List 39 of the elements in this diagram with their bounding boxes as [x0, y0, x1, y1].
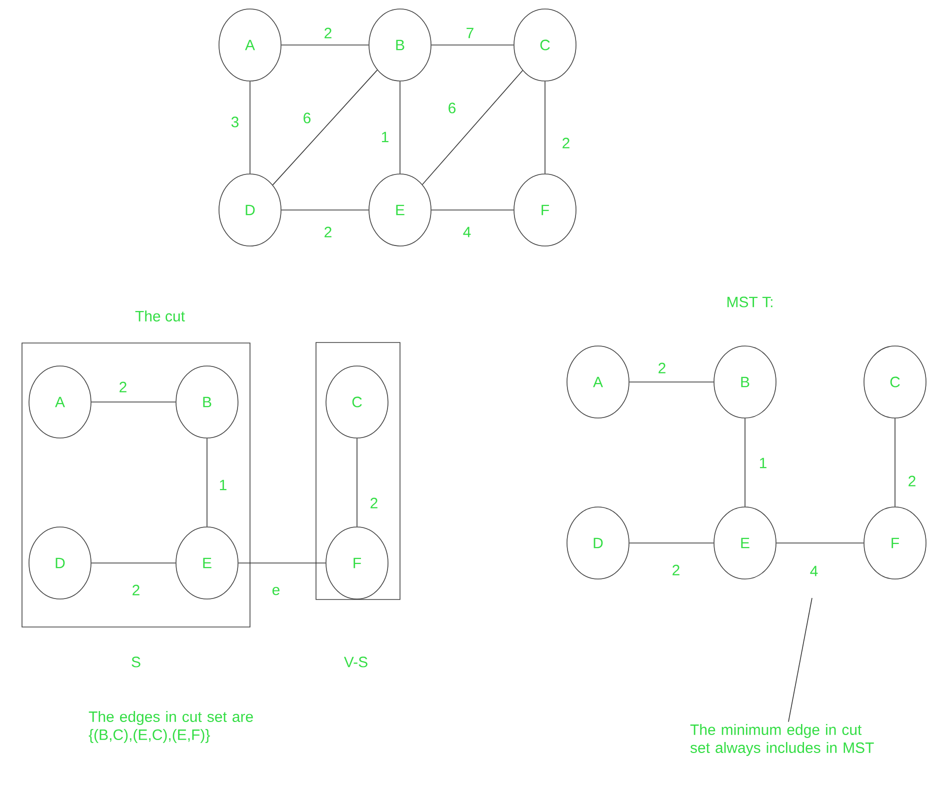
edge-weight: 4	[808, 564, 820, 578]
edge-weight: 2	[322, 26, 334, 40]
edge-line	[206, 438, 208, 527]
edge-weight: 2	[906, 474, 918, 488]
edge-weight: 2	[130, 584, 142, 596]
leader-line	[788, 598, 812, 722]
edge-weight: 2	[670, 564, 682, 576]
edge-line	[544, 81, 546, 174]
edge-line	[431, 44, 514, 46]
edge-line	[744, 418, 746, 507]
note-text: The minimum edge in cut set always includes in MST	[690, 724, 874, 756]
edge-line	[281, 44, 369, 46]
edge-weight: 1	[758, 456, 768, 470]
edge-weight: 3	[230, 116, 240, 128]
edge-weight: 2	[656, 362, 668, 374]
edge-weight: 2	[560, 136, 572, 150]
edge-weight: 4	[462, 226, 472, 238]
edge-line	[894, 418, 896, 507]
edge-weight: 7	[464, 26, 476, 40]
edge-weight: 1	[380, 130, 390, 144]
edge-line	[776, 542, 864, 544]
edge-line	[272, 70, 378, 186]
node-label: V-S	[344, 656, 368, 668]
edge-weight: 1	[218, 478, 228, 492]
caption-text: The cut	[135, 310, 185, 322]
edge-line	[356, 438, 358, 527]
node-label: S	[132, 656, 140, 668]
edge-weight: e	[270, 586, 282, 596]
caption-text: The edges in cut set are {(B,C),(E,C),(E,F)}	[88, 711, 253, 743]
edge-weight: 6	[446, 102, 458, 114]
edge-line	[238, 562, 326, 564]
edge-line	[91, 562, 176, 564]
edge-line	[422, 70, 523, 185]
caption-text: MST T:	[727, 296, 772, 308]
edge-weight: 2	[368, 496, 380, 510]
edge-weight: 6	[302, 112, 312, 124]
edge-line	[629, 542, 714, 544]
edge-weight: 2	[322, 226, 334, 238]
edge-weight: 2	[118, 380, 128, 394]
